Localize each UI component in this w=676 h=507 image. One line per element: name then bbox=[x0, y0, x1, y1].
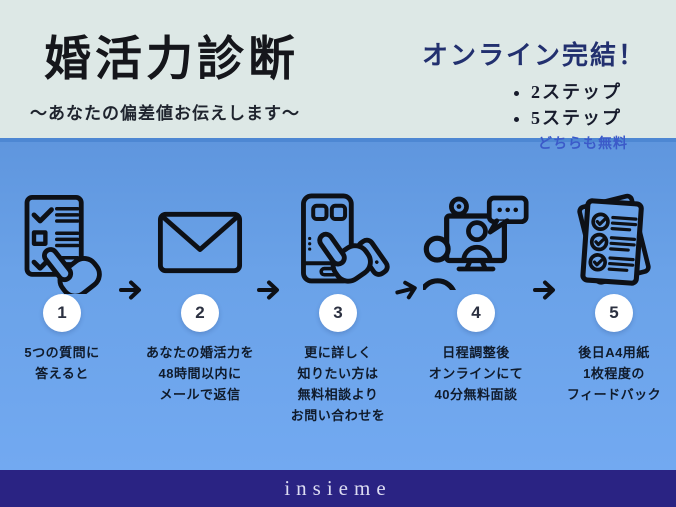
promo-free-note: どちらも無料 bbox=[538, 135, 628, 152]
video-meeting-icon bbox=[423, 195, 529, 290]
steps-flow-section: 1 5つの質問に 答えると 2 あなたの婚活力を 48時間以内に bbox=[0, 138, 676, 470]
step-description: 日程調整後 オンラインにて 40分無料面談 bbox=[428, 345, 524, 403]
step-description: 後日A4用紙 1枚程度の フィードバック bbox=[566, 345, 662, 403]
step-3: 3 更に詳しく 知りたい方は 無料相談より お問い合わせを bbox=[281, 186, 395, 426]
arrow-right-icon bbox=[533, 278, 557, 302]
page-title: 婚活力診断 bbox=[44, 34, 299, 86]
step-5: 5 後日A4用紙 1枚程度の フィードバック bbox=[557, 186, 671, 405]
arrow-right-icon bbox=[257, 278, 281, 302]
promo-bullet-item: 2ステップ bbox=[531, 79, 622, 105]
checklist-tap-icon bbox=[24, 194, 102, 294]
step-number-badge: 1 bbox=[43, 294, 81, 332]
step-1: 1 5つの質問に 答えると bbox=[5, 186, 119, 384]
brand-logo-text: insieme bbox=[284, 476, 392, 500]
report-papers-icon bbox=[577, 193, 651, 286]
promo-bullet-item: 5ステップ bbox=[531, 105, 622, 131]
promo-bullet-list: 2ステップ 5ステップ bbox=[513, 79, 622, 131]
step-2: 2 あなたの婚活力を 48時間以内に メールで返信 bbox=[143, 186, 257, 405]
envelope-icon bbox=[157, 211, 243, 273]
smartphone-tap-icon bbox=[301, 193, 390, 284]
step-description: あなたの婚活力を 48時間以内に メールで返信 bbox=[145, 345, 254, 403]
arrow-right-icon bbox=[392, 275, 421, 304]
step-number-badge: 2 bbox=[181, 294, 219, 332]
step-4: 4 日程調整後 オンラインにて 40分無料面談 bbox=[419, 186, 533, 405]
promo-title: オンライン完結！ bbox=[421, 41, 646, 70]
step-number-badge: 5 bbox=[595, 294, 633, 332]
step-number-badge: 3 bbox=[319, 294, 357, 332]
promo-block: オンライン完結！ 2ステップ 5ステップ どちらも無料 bbox=[422, 35, 646, 153]
page-subtitle: ～あなたの偏差値お伝えします～ bbox=[30, 104, 300, 123]
arrow-right-icon bbox=[119, 278, 143, 302]
step-number-badge: 4 bbox=[457, 294, 495, 332]
footer-bar: insieme bbox=[0, 470, 676, 507]
step-description: 更に詳しく 知りたい方は 無料相談より お問い合わせを bbox=[290, 345, 386, 424]
header-section: 婚活力診断 ～あなたの偏差値お伝えします～ オンライン完結！ 2ステップ 5ステ… bbox=[0, 0, 676, 151]
step-description: 5つの質問に 答えると bbox=[24, 345, 100, 382]
